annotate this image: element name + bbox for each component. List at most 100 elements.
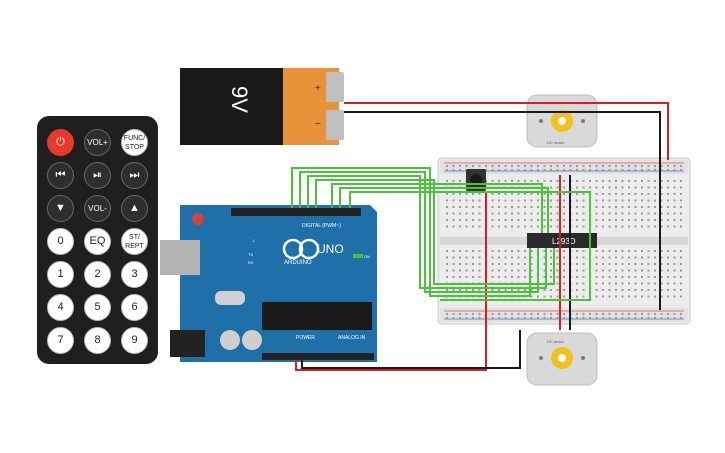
breadboard-hole[interactable] — [446, 199, 448, 202]
remote-button-d9[interactable]: 9 — [121, 327, 148, 354]
breadboard-hole[interactable] — [537, 225, 539, 228]
remote-button-eq[interactable]: EQ — [84, 228, 111, 255]
rail-hole[interactable] — [511, 317, 513, 319]
breadboard-hole[interactable] — [608, 199, 611, 202]
breadboard-hole[interactable] — [446, 250, 448, 252]
breadboard-hole[interactable] — [491, 206, 494, 208]
rail-hole[interactable] — [667, 317, 669, 319]
breadboard-hole[interactable] — [673, 250, 676, 252]
breadboard-hole[interactable] — [608, 289, 611, 291]
breadboard-hole[interactable] — [673, 269, 676, 272]
rail-hole[interactable] — [465, 313, 468, 315]
breadboard-hole[interactable] — [498, 225, 500, 228]
breadboard-hole[interactable] — [504, 193, 507, 195]
rail-hole[interactable] — [478, 165, 481, 167]
breadboard-hole[interactable] — [621, 199, 624, 202]
breadboard-hole[interactable] — [478, 289, 481, 291]
breadboard-hole[interactable] — [491, 180, 494, 182]
breadboard-hole[interactable] — [634, 269, 637, 272]
rail-hole[interactable] — [550, 313, 552, 315]
rail-hole[interactable] — [615, 313, 617, 315]
wires-black[interactable] — [301, 111, 661, 369]
breadboard-hole[interactable] — [680, 206, 682, 208]
rail-hole[interactable] — [511, 169, 513, 171]
breadboard-hole[interactable] — [582, 199, 585, 202]
breadboard-hole[interactable] — [654, 276, 656, 278]
breadboard-hole[interactable] — [654, 180, 656, 182]
breadboard-hole[interactable] — [452, 193, 455, 195]
breadboard-hole[interactable] — [446, 289, 448, 291]
breadboard-hole[interactable] — [537, 180, 539, 182]
breadboard-hole[interactable] — [452, 263, 455, 265]
breadboard-hole[interactable] — [680, 180, 682, 182]
breadboard-hole[interactable] — [446, 212, 448, 215]
breadboard-hole[interactable] — [524, 212, 526, 215]
breadboard-hole[interactable] — [628, 295, 630, 298]
remote-button-func-stop[interactable]: FUNC/ STOP — [121, 129, 148, 156]
breadboard-hole[interactable] — [563, 263, 565, 265]
rail-hole[interactable] — [595, 169, 598, 171]
breadboard-hole[interactable] — [641, 193, 643, 195]
breadboard-hole[interactable] — [641, 295, 643, 298]
rail-hole[interactable] — [446, 313, 448, 315]
breadboard-hole[interactable] — [660, 193, 663, 195]
breadboard-hole[interactable] — [465, 206, 468, 208]
rail-hole[interactable] — [608, 317, 611, 319]
breadboard-hole[interactable] — [459, 289, 461, 291]
breadboard-hole[interactable] — [608, 263, 611, 265]
remote-button-d6[interactable]: 6 — [121, 294, 148, 321]
breadboard-hole[interactable] — [511, 269, 513, 272]
rail-hole[interactable] — [459, 313, 461, 315]
rail-hole[interactable] — [472, 165, 474, 167]
breadboard-hole[interactable] — [621, 263, 624, 265]
breadboard-hole[interactable] — [641, 219, 643, 221]
rail-hole[interactable] — [660, 165, 663, 167]
breadboard-hole[interactable] — [504, 180, 507, 182]
breadboard-hole[interactable] — [641, 199, 643, 202]
remote-button-st-rept[interactable]: ST/ REPT — [121, 228, 148, 255]
breadboard-hole[interactable] — [498, 263, 500, 265]
rail-hole[interactable] — [543, 165, 546, 167]
rail-hole[interactable] — [660, 169, 663, 171]
breadboard-hole[interactable] — [660, 295, 663, 298]
rail-hole[interactable] — [680, 165, 682, 167]
breadboard-hole[interactable] — [550, 256, 552, 259]
rail-hole[interactable] — [517, 317, 520, 319]
breadboard-hole[interactable] — [615, 193, 617, 195]
rail-hole[interactable] — [550, 317, 552, 319]
breadboard-hole[interactable] — [459, 206, 461, 208]
breadboard-hole[interactable] — [667, 193, 669, 195]
breadboard-hole[interactable] — [491, 289, 494, 291]
breadboard-hole[interactable] — [582, 193, 585, 195]
breadboard-hole[interactable] — [576, 263, 578, 265]
breadboard-hole[interactable] — [634, 180, 637, 182]
rail-hole[interactable] — [667, 165, 669, 167]
breadboard-hole[interactable] — [673, 206, 676, 208]
breadboard-hole[interactable] — [517, 269, 520, 272]
rail-hole[interactable] — [452, 165, 455, 167]
rail-hole[interactable] — [478, 313, 481, 315]
breadboard-hole[interactable] — [654, 199, 656, 202]
breadboard-hole[interactable] — [615, 256, 617, 259]
rail-hole[interactable] — [634, 165, 637, 167]
breadboard-hole[interactable] — [498, 206, 500, 208]
remote-button-d2[interactable]: 2 — [84, 261, 111, 288]
rail-hole[interactable] — [446, 169, 448, 171]
breadboard-hole[interactable] — [530, 206, 533, 208]
remote-button-d1[interactable]: 1 — [47, 261, 74, 288]
breadboard-hole[interactable] — [478, 225, 481, 228]
breadboard-hole[interactable] — [563, 282, 565, 285]
breadboard-hole[interactable] — [615, 212, 617, 215]
remote-button-up[interactable]: ▲ — [121, 195, 148, 222]
breadboard-hole[interactable] — [556, 250, 559, 252]
rail-hole[interactable] — [504, 169, 507, 171]
breadboard-hole[interactable] — [673, 256, 676, 259]
remote-button-vol-down[interactable]: VOL- — [84, 195, 111, 222]
breadboard-hole[interactable] — [608, 269, 611, 272]
rail-hole[interactable] — [472, 317, 474, 319]
rail-hole[interactable] — [491, 165, 494, 167]
breadboard-hole[interactable] — [556, 289, 559, 291]
breadboard-hole[interactable] — [641, 256, 643, 259]
rail-hole[interactable] — [608, 313, 611, 315]
breadboard-hole[interactable] — [582, 250, 585, 252]
